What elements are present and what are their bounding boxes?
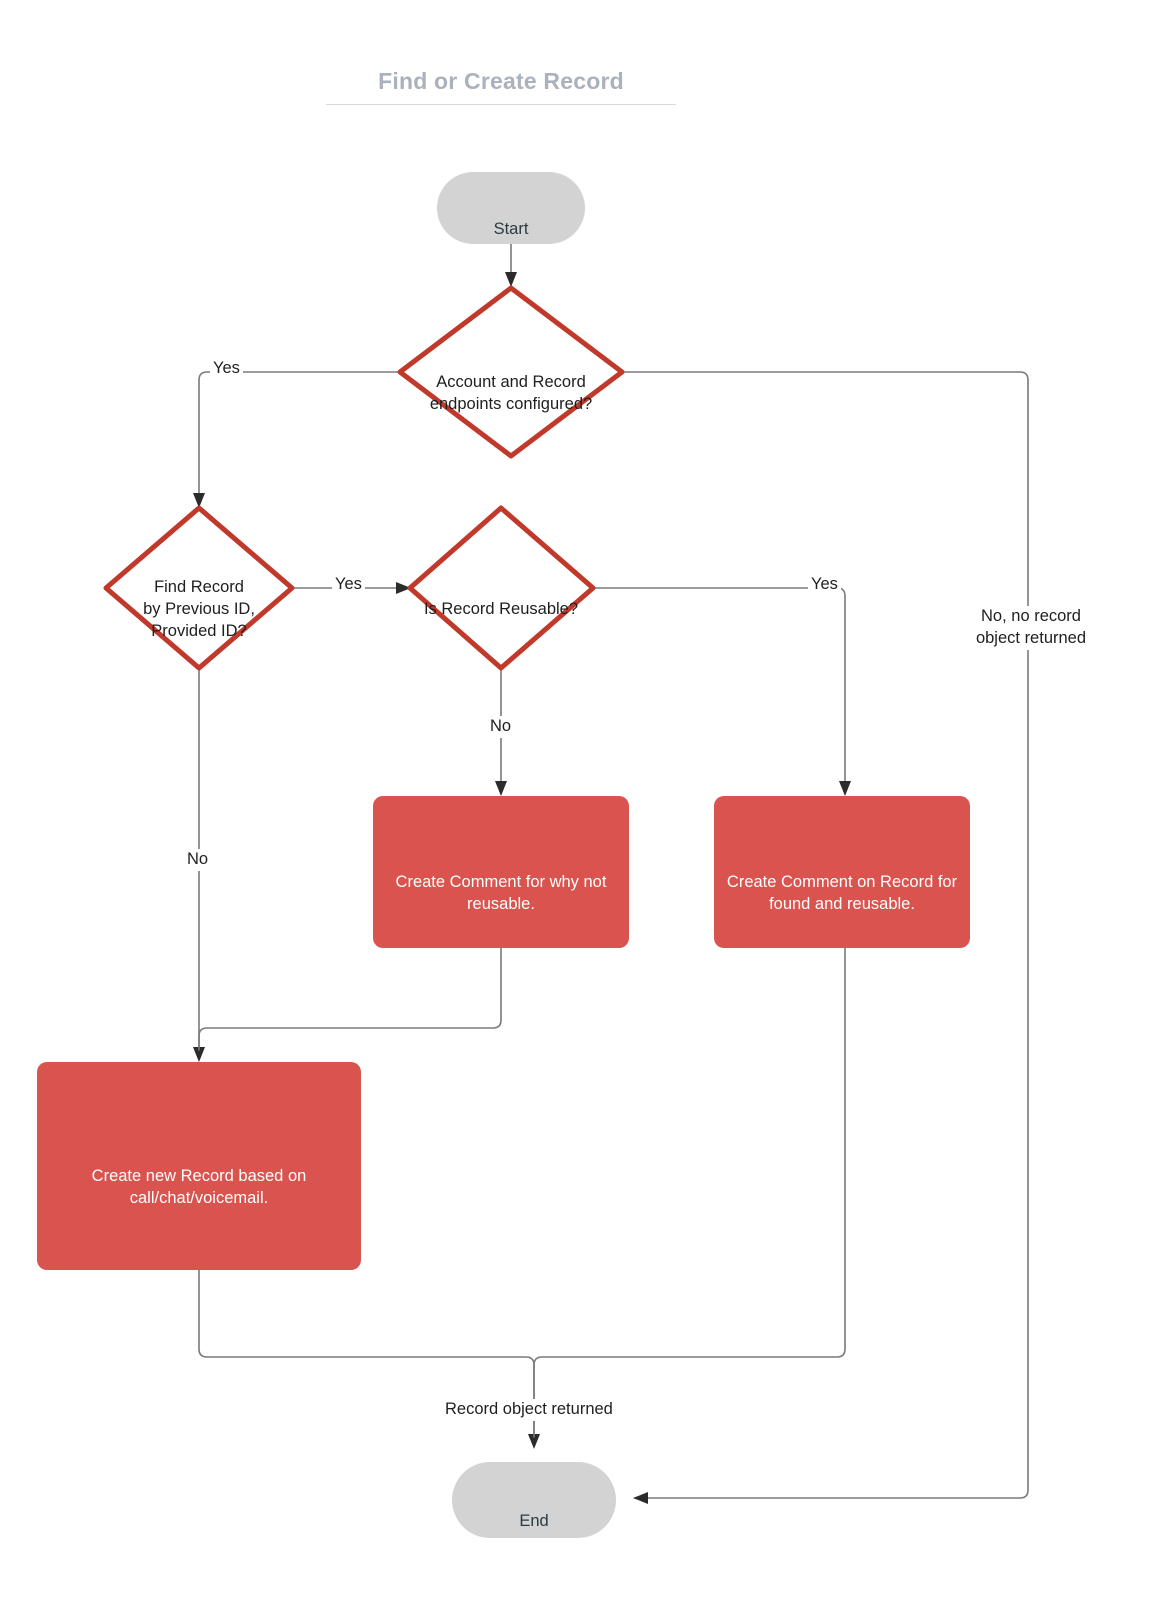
arrowhead-reusable-no (495, 781, 507, 796)
arrowhead-endpoints-no (633, 1492, 648, 1504)
edge-endpoints-yes (198, 371, 401, 497)
edge-label-record-returned: Record object returned (442, 1399, 616, 1421)
title-divider (326, 104, 676, 105)
node-find-record-shape[interactable] (103, 505, 295, 671)
arrowhead-create-record-to-end (528, 1434, 540, 1449)
node-comment-not-reusable-shape[interactable] (373, 796, 629, 948)
edge-label-configured-yes: Yes (210, 358, 243, 380)
edge-label-find-no: No (184, 849, 212, 871)
edge-label-configured-no: No, no record object returned (963, 606, 1099, 650)
arrowhead-find-yes (396, 582, 411, 594)
arrowhead-find-no (193, 1047, 205, 1062)
node-comment-found-reusable-shape[interactable] (714, 796, 970, 948)
arrowhead-start-to-endpoints (505, 272, 517, 287)
edge-label-find-yes: Yes (332, 574, 365, 596)
arrowhead-reusable-yes (839, 781, 851, 796)
page-title: Find or Create Record (378, 68, 624, 94)
node-end-shape[interactable] (452, 1462, 616, 1538)
node-start-shape[interactable] (437, 172, 585, 244)
edge-reusable-yes (592, 587, 846, 785)
edge-create-record-to-end (198, 1269, 535, 1438)
node-endpoints-configured-shape[interactable] (397, 285, 625, 459)
node-is-reusable-shape[interactable] (407, 505, 596, 671)
node-create-new-record-shape[interactable] (37, 1062, 361, 1270)
arrowhead-endpoints-yes (193, 493, 205, 508)
edge-comment-not-reusable-to-create (198, 947, 502, 1051)
edge-comment-found-to-end (533, 947, 846, 1438)
edge-endpoints-no (621, 371, 1029, 1499)
edge-label-reusable-no: No (487, 716, 515, 738)
edge-label-reusable-yes: Yes (808, 574, 841, 596)
